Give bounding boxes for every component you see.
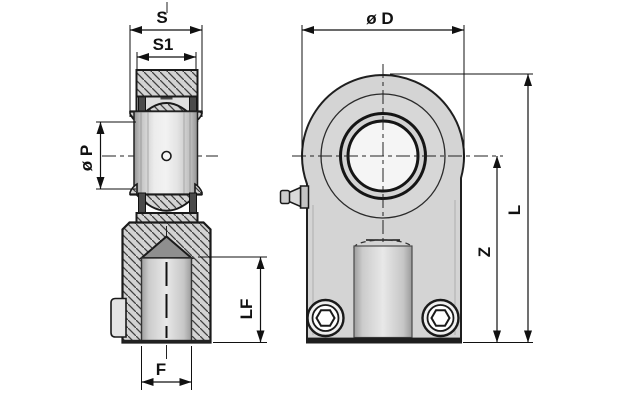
dim-label-l: L [505,205,524,215]
clevis-bottom-edge [122,339,211,343]
flange-lip-bottom-right [194,182,203,196]
body-bore-cylinder [353,245,413,339]
grease-nipple-cap [279,189,291,205]
screw-right-hex-socket [430,309,451,327]
grease-nipple-cone [288,186,302,208]
grease-nipple-base [299,185,310,209]
dim-label-s: S [156,8,167,27]
dim-label-d: ø D [366,9,393,28]
dim-label-lf: LF [237,299,256,320]
grease-nipple [279,185,310,209]
grease-boss [110,297,127,338]
screw-left [306,298,345,338]
bore-hidden-arc [353,239,413,249]
screw-left-hex-socket [315,309,336,327]
left-view-dimensions: S S1 ø P LF F [77,8,267,390]
front-view [279,64,503,344]
dim-label-f: F [156,360,166,379]
dim-label-z: Z [475,247,494,257]
housing-top-section [135,69,199,98]
lube-hole [161,150,172,162]
side-section-view [102,2,218,361]
right-view-dimensions: ø D L Z [301,9,533,343]
body-bottom-plate-edge [306,337,462,343]
dim-label-s1: S1 [153,35,174,54]
dim-label-p: ø P [77,145,96,171]
screw-right [421,298,460,338]
